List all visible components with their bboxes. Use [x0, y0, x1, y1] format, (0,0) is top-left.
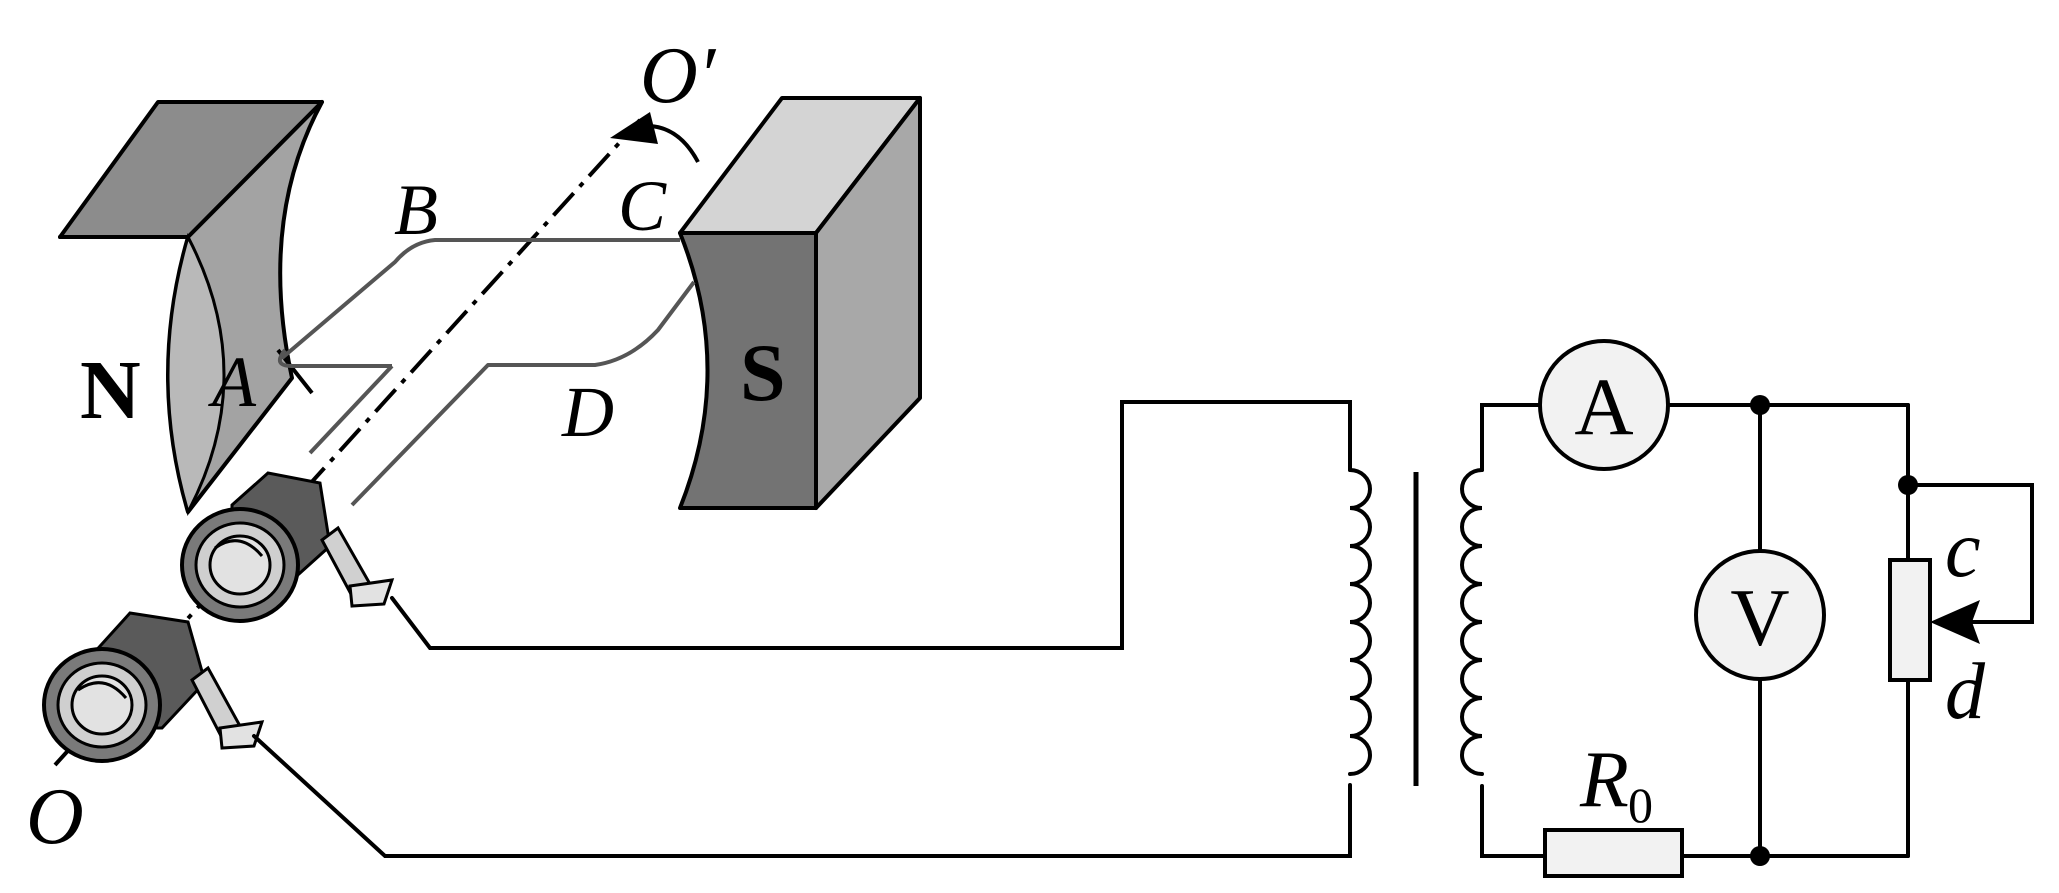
- coil-label-c: C: [618, 166, 667, 246]
- wire-lower-brush: [252, 734, 1352, 858]
- coil-loop: [277, 238, 696, 507]
- coil-label-a: A: [208, 342, 257, 422]
- wire-secondary-bottom: [1480, 784, 1547, 858]
- transformer-primary-coil: [1348, 468, 1372, 776]
- wire-secondary-top: [1480, 403, 1542, 472]
- resistor-r0-subscript: 0: [1628, 777, 1653, 833]
- junction-dot: [1750, 395, 1770, 415]
- wire-rheostat-slider: [1906, 483, 2034, 624]
- junction-dot: [1750, 846, 1770, 866]
- transformer-secondary-coil: [1460, 468, 1484, 776]
- slider-arrowhead-icon: [1930, 600, 1980, 644]
- rotation-arrowhead-icon: [610, 112, 658, 144]
- brush-upper: [320, 525, 395, 608]
- brush-lower: [190, 665, 265, 750]
- coil-label-b: B: [394, 170, 438, 250]
- rheostat-label-c: c: [1945, 506, 1981, 594]
- axis-label-o: O: [26, 773, 84, 861]
- wire-upper-brush: [390, 400, 1352, 650]
- coil-label-d: D: [561, 372, 614, 452]
- rheostat-label-d: d: [1945, 648, 1986, 736]
- resistor-r0: R 0: [1543, 736, 1684, 878]
- ammeter-label: A: [1574, 361, 1633, 452]
- north-pole-label: N: [80, 344, 141, 437]
- voltmeter: V: [1694, 549, 1826, 681]
- slip-ring-lower: [42, 611, 207, 763]
- resistor-r0-label: R: [1579, 736, 1629, 824]
- ammeter: A: [1538, 339, 1670, 471]
- voltmeter-label: V: [1730, 572, 1789, 663]
- rheostat: c d: [1888, 506, 1986, 736]
- rotation-arrow: [649, 124, 700, 163]
- axis-label-o-prime: O′: [640, 32, 717, 120]
- junction-dot: [1898, 475, 1918, 495]
- slip-ring-upper: [180, 471, 332, 623]
- north-magnet: N: [58, 100, 324, 516]
- south-pole-label: S: [740, 327, 786, 418]
- south-magnet: S: [678, 96, 922, 510]
